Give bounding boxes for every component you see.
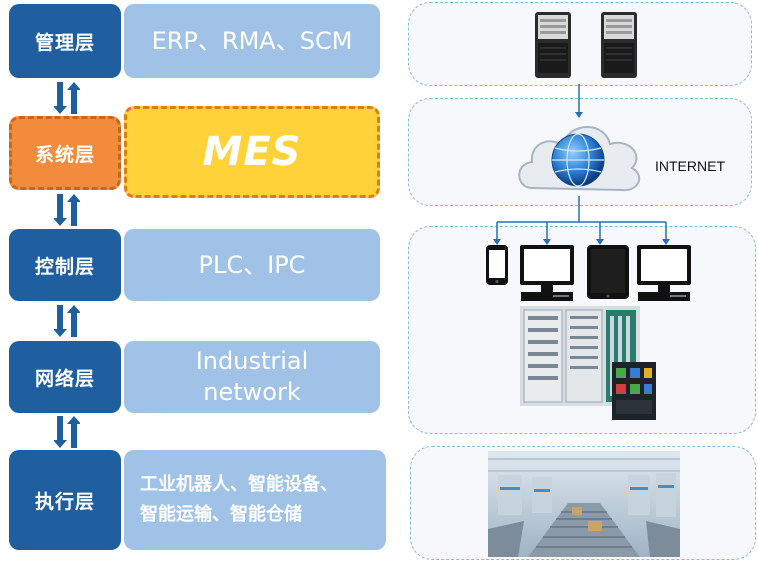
layer-label-text: 控制层 bbox=[34, 255, 95, 278]
layer-desc-control: PLC、IPC bbox=[124, 229, 380, 301]
layer-label-management: 管理层 bbox=[9, 4, 121, 78]
connector-lines bbox=[493, 84, 670, 245]
layer-desc-system: MES bbox=[124, 106, 380, 198]
layer-label-execution: 执行层 bbox=[9, 450, 121, 550]
layer-desc-text: PLC、IPC bbox=[198, 250, 306, 279]
layer-desc-execution: 工业机器人、智能设备、 智能运输、智能仓储 bbox=[124, 450, 386, 550]
layer-label-text: 管理层 bbox=[34, 31, 95, 54]
layer-desc-network: Industrial network bbox=[124, 341, 380, 413]
layer-label-text: 执行层 bbox=[34, 490, 95, 513]
cloud-globe-icon bbox=[518, 126, 641, 192]
phone-icon bbox=[486, 245, 508, 285]
layer-label-text: 系统层 bbox=[34, 143, 95, 166]
layer-desc-text: ERP、RMA、SCM bbox=[151, 26, 353, 55]
monitor-icon bbox=[637, 245, 691, 301]
bidirectional-arrow-icon bbox=[54, 82, 80, 114]
control-cabinet-icon bbox=[520, 306, 656, 420]
server-icon bbox=[601, 12, 637, 78]
internet-label: INTERNET bbox=[655, 158, 725, 174]
tablet-icon bbox=[587, 245, 629, 299]
layer-desc-line2: 智能运输、智能仓储 bbox=[140, 504, 302, 525]
layer-desc-line2: network bbox=[203, 378, 301, 406]
monitor-icon bbox=[520, 245, 574, 301]
layer-label-text: 网络层 bbox=[34, 367, 95, 390]
bidirectional-arrow-icon bbox=[54, 416, 80, 448]
layer-desc-line1: 工业机器人、智能设备、 bbox=[140, 474, 338, 495]
layer-desc-management: ERP、RMA、SCM bbox=[124, 4, 380, 78]
layer-label-network: 网络层 bbox=[9, 341, 121, 413]
servers-panel bbox=[408, 2, 752, 86]
layer-label-control: 控制层 bbox=[9, 229, 121, 301]
layer-desc-line1: Industrial bbox=[195, 347, 309, 375]
layer-desc-text: MES bbox=[202, 128, 302, 175]
layer-label-system: 系统层 bbox=[9, 116, 121, 190]
conveyor-warehouse-icon bbox=[488, 451, 680, 557]
bidirectional-arrow-icon bbox=[54, 194, 80, 226]
bidirectional-arrow-icon bbox=[54, 305, 80, 337]
server-icon bbox=[535, 12, 571, 78]
